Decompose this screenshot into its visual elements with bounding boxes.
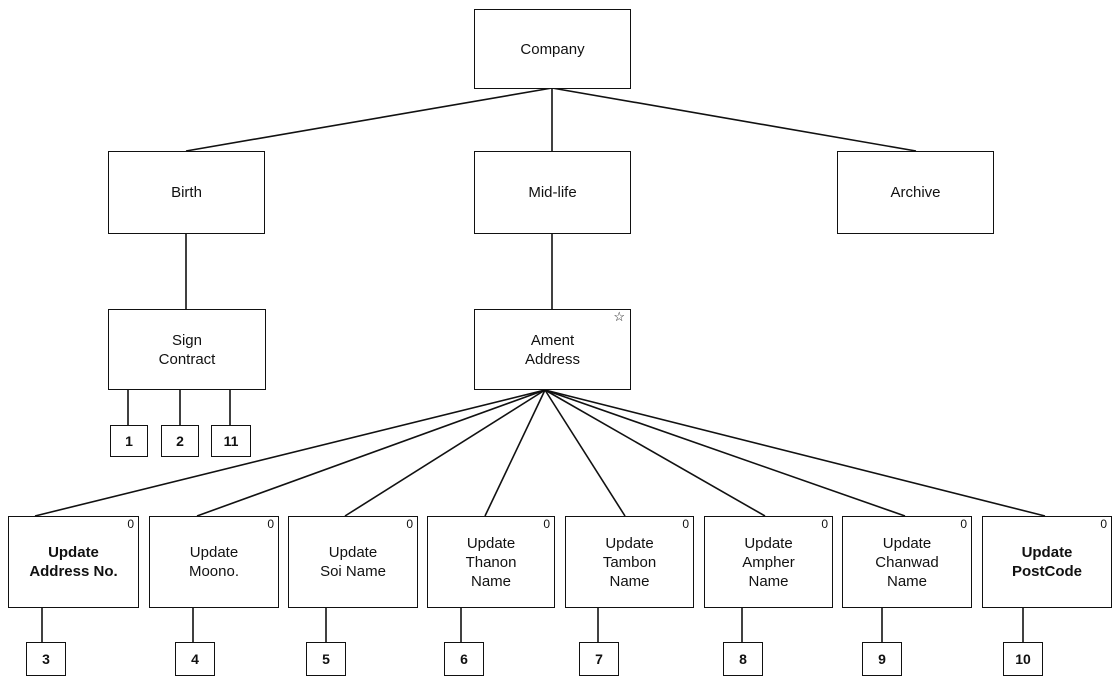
- update-moono-label: Update Moono.: [188, 544, 240, 580]
- mid-life-label: Mid-life: [528, 184, 577, 201]
- update-soi-name-label: Update Soi Name: [320, 544, 386, 580]
- selection-marker: 0: [960, 517, 967, 531]
- sign-contract-label: Sign Contract: [158, 331, 216, 368]
- selection-marker: 0: [127, 517, 134, 531]
- update-soi-name-box: 0 Update Soi Name: [288, 516, 418, 608]
- line-company-birth: [185, 87, 553, 152]
- ament-address-label: Ament Address: [524, 331, 581, 368]
- selection-marker: 0: [406, 517, 413, 531]
- attribute-number: 4: [191, 651, 199, 667]
- attribute-number: 10: [1015, 651, 1031, 667]
- line-ament-update-soi-name: [344, 389, 546, 517]
- iteration-marker-icon: ☆: [613, 309, 625, 324]
- attribute-box-7: 7: [579, 642, 619, 676]
- mid-life-box: Mid-life: [474, 151, 631, 234]
- update-postcode-box: 0 Update PostCode: [982, 516, 1112, 608]
- update-moono-box: 0 Update Moono.: [149, 516, 279, 608]
- selection-marker: 0: [821, 517, 828, 531]
- update-chanwad-name-label: Update Chanwad Name: [875, 534, 939, 590]
- update-postcode-label: Update PostCode: [1011, 544, 1082, 580]
- birth-box: Birth: [108, 151, 265, 234]
- update-ampher-name-box: 0 Update Ampher Name: [704, 516, 833, 608]
- attribute-box-9: 9: [862, 642, 902, 676]
- attribute-box-10: 10: [1003, 642, 1043, 676]
- selection-marker: 0: [267, 517, 274, 531]
- update-address-no-box: 0 Update Address No.: [8, 516, 139, 608]
- line-ament-update-moono: [196, 389, 546, 517]
- attribute-box-11: 11: [211, 425, 251, 457]
- update-thanon-name-label: Update Thanon Name: [465, 534, 517, 590]
- attribute-number: 9: [878, 651, 886, 667]
- line-ament-update-thanon-name: [484, 389, 546, 517]
- attribute-number: 8: [739, 651, 747, 667]
- line-company-archive: [551, 87, 917, 152]
- selection-marker: 0: [1100, 517, 1107, 531]
- attribute-box-3: 3: [26, 642, 66, 676]
- birth-label: Birth: [171, 184, 202, 201]
- update-tambon-name-label: Update Tambon Name: [602, 534, 657, 590]
- line-ament-update-chanwad-name: [544, 389, 906, 517]
- attribute-box-6: 6: [444, 642, 484, 676]
- attribute-number: 7: [595, 651, 603, 667]
- attribute-number: 1: [125, 433, 133, 449]
- line-ament-update-ampher-name: [544, 389, 766, 517]
- update-chanwad-name-box: 0 Update Chanwad Name: [842, 516, 972, 608]
- attribute-number: 11: [223, 433, 239, 449]
- attribute-box-8: 8: [723, 642, 763, 676]
- attribute-number: 6: [460, 651, 468, 667]
- archive-box: Archive: [837, 151, 994, 234]
- update-ampher-name-label: Update Ampher Name: [742, 534, 795, 590]
- company-box: Company: [474, 9, 631, 89]
- company-label: Company: [520, 40, 585, 58]
- sign-contract-box: Sign Contract: [108, 309, 266, 390]
- attribute-box-2: 2: [161, 425, 199, 457]
- attribute-number: 5: [322, 651, 330, 667]
- attribute-box-1: 1: [110, 425, 148, 457]
- attribute-box-4: 4: [175, 642, 215, 676]
- line-ament-update-postcode: [544, 389, 1046, 517]
- line-ament-update-address-no: [34, 389, 546, 517]
- update-thanon-name-box: 0 Update Thanon Name: [427, 516, 555, 608]
- update-address-no-label: Update Address No.: [29, 544, 118, 580]
- archive-label: Archive: [890, 184, 941, 201]
- attribute-number: 3: [42, 651, 50, 667]
- selection-marker: 0: [682, 517, 689, 531]
- selection-marker: 0: [543, 517, 550, 531]
- attribute-box-5: 5: [306, 642, 346, 676]
- attribute-number: 2: [176, 433, 184, 449]
- ament-address-box: ☆ Ament Address: [474, 309, 631, 390]
- line-ament-update-tambon-name: [544, 389, 626, 517]
- update-tambon-name-box: 0 Update Tambon Name: [565, 516, 694, 608]
